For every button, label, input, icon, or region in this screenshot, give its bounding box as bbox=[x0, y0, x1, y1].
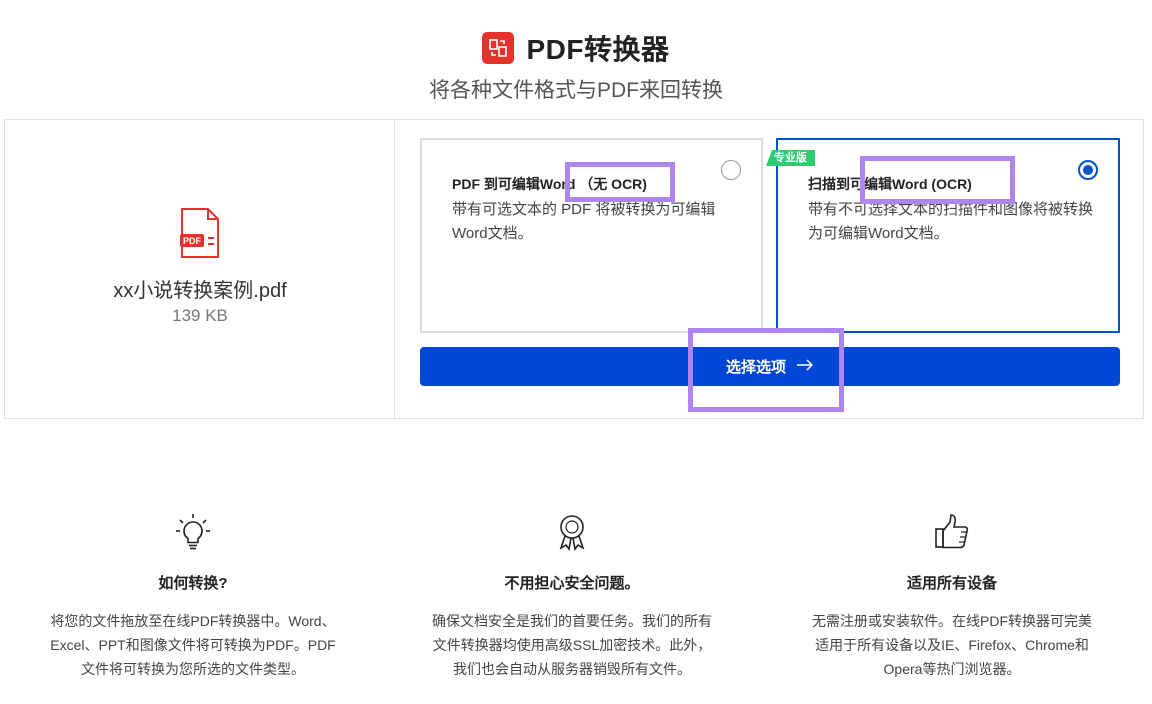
file-name: xx小说转换案例.pdf bbox=[113, 280, 287, 302]
pdf-file-icon: PDF bbox=[180, 208, 220, 263]
option-title: PDF 到可编辑Word （无 OCR) bbox=[452, 176, 647, 192]
option-radio-ocr[interactable] bbox=[1078, 160, 1098, 180]
select-option-button[interactable]: 选择选项 bbox=[420, 347, 1120, 386]
option-radio-no-ocr[interactable] bbox=[721, 160, 741, 180]
uploaded-file-card: PDF xx小说转换案例.pdf 139 KB bbox=[5, 120, 395, 418]
logo-row: PDF转换器 bbox=[0, 28, 1152, 68]
option-card-ocr[interactable]: 专业版 扫描到可编辑Word (OCR) 带有不可选择文本的扫描件和图像将被转换… bbox=[766, 138, 1120, 333]
arrow-right-icon bbox=[796, 358, 814, 375]
option-description: 带有可选文本的 PDF 将被转换为可编辑 Word文档。 bbox=[452, 201, 716, 242]
feature-security: 不用担心安全问题。 确保文档安全是我们的首要任务。我们的所有文件转换器均使用高级… bbox=[412, 512, 732, 681]
file-size: 139 KB bbox=[172, 306, 228, 325]
select-option-label: 选择选项 bbox=[725, 359, 786, 376]
pro-badge: 专业版 bbox=[766, 150, 815, 166]
feature-all-devices: 适用所有设备 无需注册或安装软件。在线PDF转换器可完美适用于所有设备以及IE、… bbox=[792, 512, 1112, 681]
app-subtitle: 将各种文件格式与PDF来回转换 bbox=[429, 79, 723, 102]
feature-description: 将您的文件拖放至在线PDF转换器中。Word、Excel、PPT和图像文件将可转… bbox=[50, 613, 336, 677]
award-ribbon-icon bbox=[412, 512, 732, 552]
feature-title: 如何转换? bbox=[158, 575, 228, 592]
header: PDF转换器 将各种文件格式与PDF来回转换 bbox=[0, 28, 1152, 104]
feature-description: 确保文档安全是我们的首要任务。我们的所有文件转换器均使用高级SSL加密技术。此外… bbox=[432, 613, 712, 677]
feature-title: 不用担心安全问题。 bbox=[504, 575, 640, 592]
feature-title: 适用所有设备 bbox=[906, 575, 997, 592]
pdf-convert-logo-icon bbox=[482, 32, 515, 64]
feature-how-to-convert: 如何转换? 将您的文件拖放至在线PDF转换器中。Word、Excel、PPT和图… bbox=[33, 512, 353, 681]
conversion-panel: PDF xx小说转换案例.pdf 139 KB PDF 到可编辑Word （无 … bbox=[4, 119, 1144, 419]
option-card-no-ocr[interactable]: PDF 到可编辑Word （无 OCR) 带有可选文本的 PDF 将被转换为可编… bbox=[420, 138, 763, 333]
option-description: 带有不可选择文本的扫描件和图像将被转换为可编辑Word文档。 bbox=[808, 201, 1094, 242]
pdf-file-icon-label: PDF bbox=[183, 236, 202, 246]
lightbulb-icon bbox=[33, 512, 353, 552]
option-title: 扫描到可编辑Word (OCR) bbox=[808, 176, 972, 192]
feature-description: 无需注册或安装软件。在线PDF转换器可完美适用于所有设备以及IE、Firefox… bbox=[812, 613, 1092, 677]
thumbs-up-icon bbox=[792, 512, 1112, 552]
app-title: PDF转换器 bbox=[526, 34, 670, 65]
